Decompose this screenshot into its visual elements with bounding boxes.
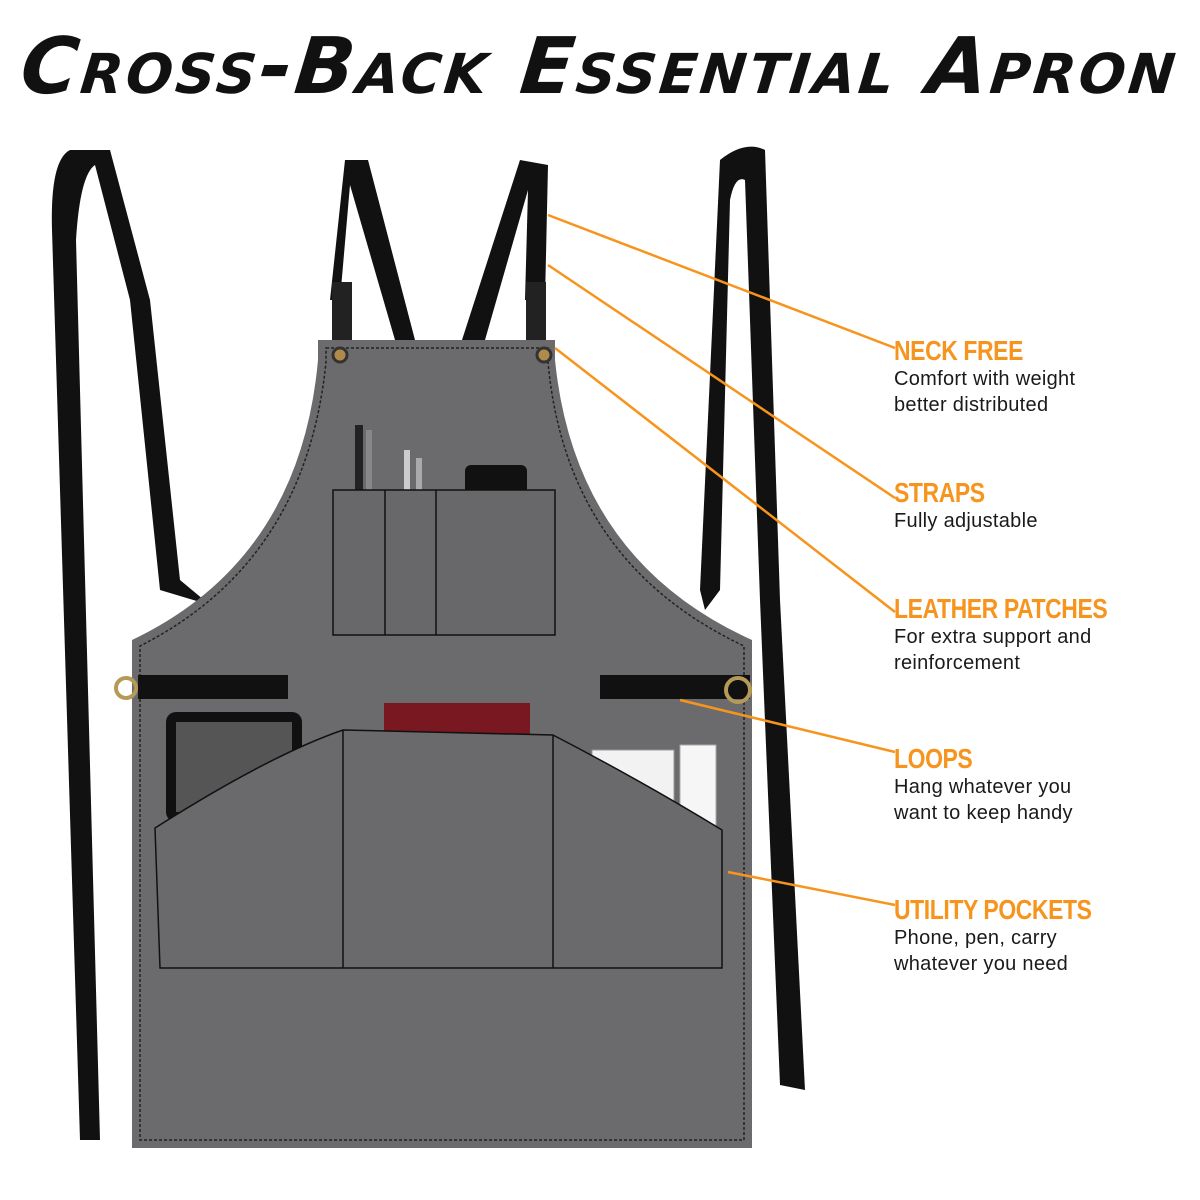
feature-heading: UTILITY POCKETS <box>894 894 1092 925</box>
left-loop-strap <box>138 675 288 699</box>
feature-neck-free: NECK FREE Comfort with weight better dis… <box>894 336 1194 418</box>
feature-description: better distributed <box>894 394 1049 416</box>
callout-lines <box>547 213 896 907</box>
feature-description: want to keep handy <box>894 802 1073 824</box>
feature-description: reinforcement <box>894 652 1021 674</box>
left-shoulder-strap <box>330 160 415 340</box>
feature-heading: STRAPS <box>894 477 985 508</box>
feature-description: Phone, pen, carry <box>894 927 1057 949</box>
feature-description: Hang whatever you <box>894 776 1072 798</box>
grommet-icon <box>535 346 553 364</box>
feature-heading: NECK FREE <box>894 335 1023 366</box>
feature-leather-patches: LEATHER PATCHES For extra support and re… <box>894 594 1194 676</box>
right-tie-strap <box>700 146 805 1090</box>
feature-heading: LEATHER PATCHES <box>894 593 1108 624</box>
left-tie-strap <box>51 150 211 1140</box>
right-d-ring <box>724 676 752 704</box>
grommet-icon <box>331 346 349 364</box>
feature-description: For extra support and <box>894 626 1092 648</box>
feature-straps: STRAPS Fully adjustable <box>894 478 1194 534</box>
left-d-ring <box>114 676 138 700</box>
feature-loops: LOOPS Hang whatever you want to keep han… <box>894 744 1194 826</box>
feature-heading: LOOPS <box>894 743 973 774</box>
feature-description: Comfort with weight <box>894 368 1076 390</box>
feature-description: Fully adjustable <box>894 510 1038 532</box>
chest-pocket <box>332 489 556 636</box>
feature-utility-pockets: UTILITY POCKETS Phone, pen, carry whatev… <box>894 895 1194 977</box>
feature-description: whatever you need <box>894 953 1069 975</box>
